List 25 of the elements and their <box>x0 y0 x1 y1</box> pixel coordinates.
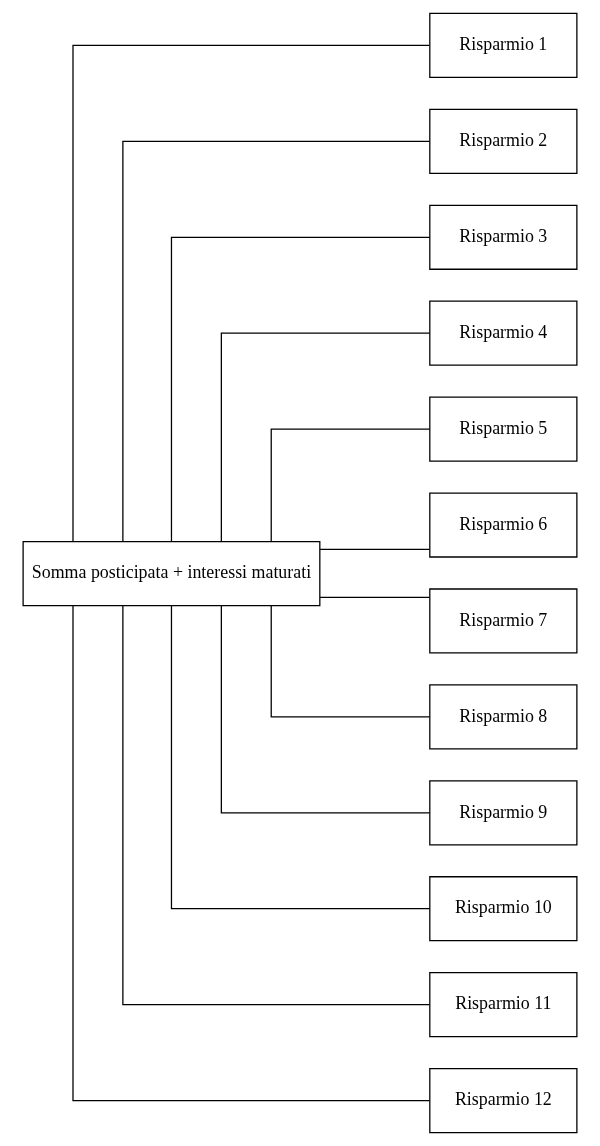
connector <box>170 236 431 543</box>
node-box: Risparmio 1 <box>429 12 578 79</box>
connector <box>319 596 431 598</box>
connector <box>122 605 431 1006</box>
node-box: Risparmio 5 <box>429 396 578 462</box>
node-box: Risparmio 9 <box>429 780 578 846</box>
connector <box>72 44 430 543</box>
node-box: Risparmio 8 <box>429 684 578 750</box>
connector <box>319 548 431 550</box>
node-box: Risparmio 2 <box>429 108 578 174</box>
connector <box>270 605 431 718</box>
connector <box>72 605 430 1102</box>
node-box: Risparmio 12 <box>429 1067 578 1134</box>
connector <box>270 428 431 543</box>
connector <box>122 140 431 543</box>
node-box: Risparmio 3 <box>429 204 578 270</box>
node-box: Risparmio 7 <box>429 588 578 654</box>
connector <box>220 605 431 814</box>
node-box: Somma posticipata + interessi maturati <box>22 541 321 607</box>
node-box: Risparmio 11 <box>429 972 578 1038</box>
node-box: Risparmio 6 <box>429 492 578 558</box>
node-box: Risparmio 4 <box>429 300 578 366</box>
connector <box>220 332 431 542</box>
connector <box>170 605 431 910</box>
node-box: Risparmio 10 <box>429 876 578 942</box>
